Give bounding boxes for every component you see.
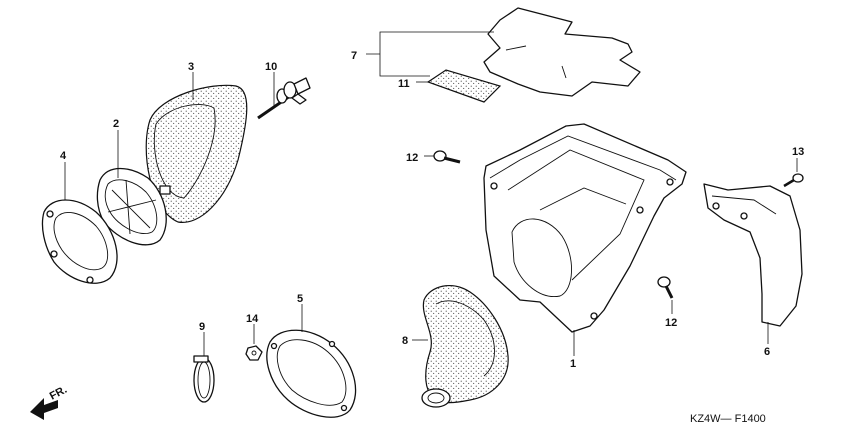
- part-9-band-clamp: [193, 355, 215, 403]
- part-5-gasket: [266, 329, 357, 418]
- part-11-plate: [426, 69, 502, 103]
- part-12-bolt-lower: [657, 276, 674, 299]
- leader-lines: [64, 31, 798, 356]
- label-part-14: 14: [246, 313, 259, 325]
- part-10-wing-bolt: [257, 77, 311, 120]
- label-part-9: 9: [199, 321, 205, 333]
- part-7-sheet: [483, 7, 641, 97]
- label-part-13: 13: [792, 146, 804, 158]
- part-14-nut: [245, 345, 263, 361]
- label-part-1: 1: [570, 358, 576, 370]
- part-1-air-cleaner-case: [483, 123, 687, 333]
- label-part-4: 4: [60, 150, 67, 162]
- part-12-bolt-upper: [433, 150, 461, 164]
- part-2-filter-cage: [96, 167, 171, 246]
- label-part-7: 7: [351, 50, 357, 62]
- label-part-5: 5: [297, 293, 303, 305]
- label-part-11: 11: [398, 78, 410, 90]
- part-6-mud-guard: [703, 183, 803, 327]
- label-part-3: 3: [188, 61, 194, 73]
- part-4-holder: [41, 199, 118, 284]
- label-part-6: 6: [764, 346, 770, 358]
- label-part-12-upper: 12: [406, 152, 418, 164]
- front-direction-label: FR.: [48, 384, 69, 403]
- label-part-10: 10: [265, 61, 277, 73]
- diagram-code: KZ4W— F1400: [690, 413, 766, 425]
- label-part-8: 8: [402, 335, 408, 347]
- label-part-2: 2: [113, 118, 119, 130]
- part-13-screw: [783, 173, 804, 188]
- part-8-connecting-tube: [421, 284, 509, 408]
- front-direction-arrow: [30, 398, 58, 420]
- label-part-12-lower: 12: [665, 317, 677, 329]
